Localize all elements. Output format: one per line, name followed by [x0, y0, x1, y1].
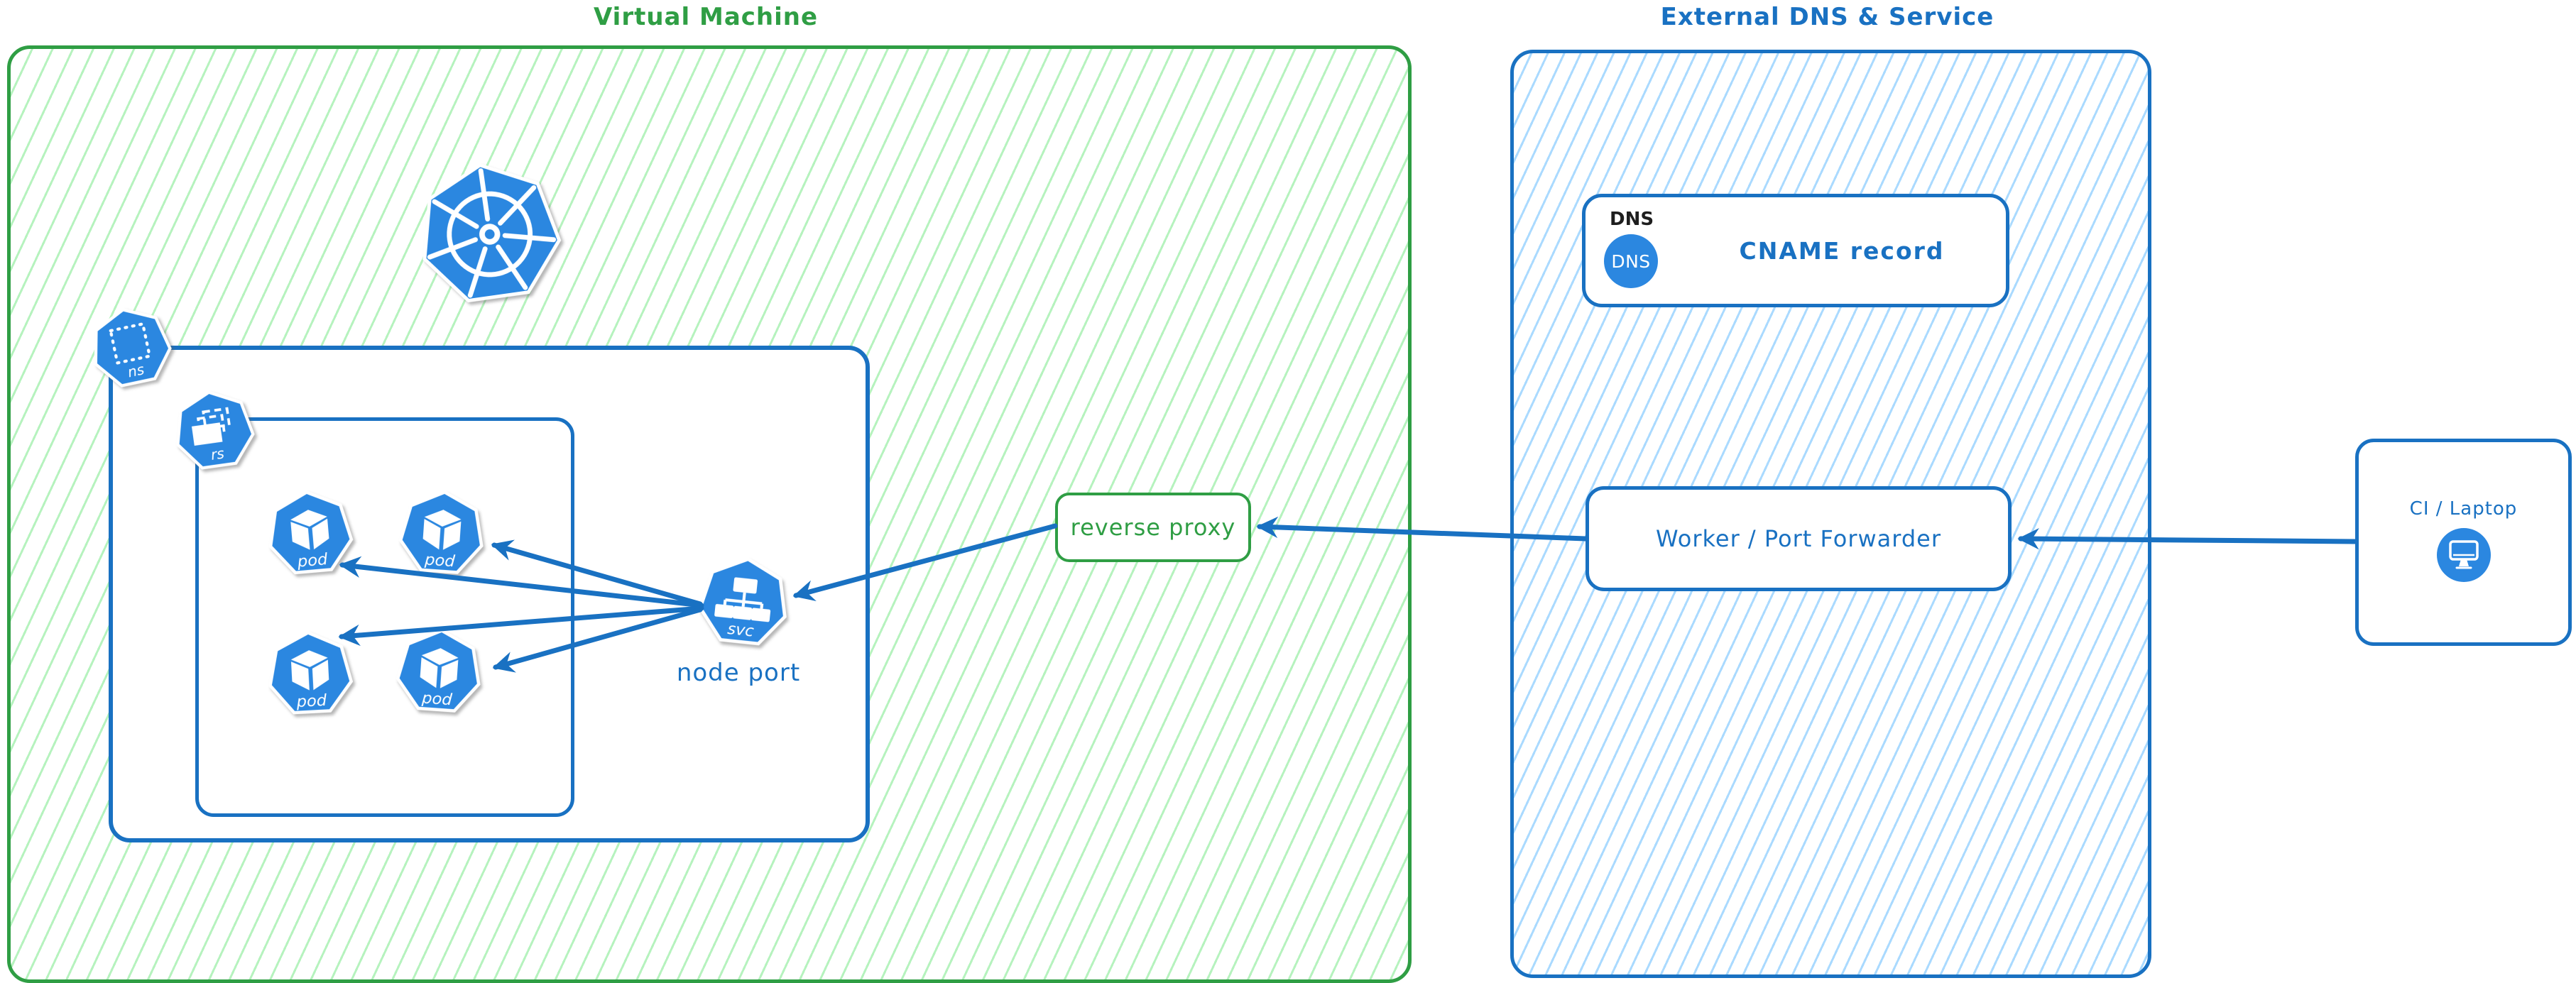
node-port-label: node port — [676, 659, 801, 687]
pod-icon: pod — [392, 625, 486, 722]
svg-text:ns: ns — [126, 361, 146, 380]
replicaset-icon: rs — [168, 385, 261, 480]
dns-cname-card: DNS DNS CNAME record — [1582, 194, 2009, 307]
svg-text:rs: rs — [209, 445, 225, 463]
ci-laptop-box: CI / Laptop — [2355, 439, 2572, 646]
service-icon: svc — [692, 552, 794, 657]
pod-icon: pod — [264, 628, 357, 723]
svg-text:pod: pod — [296, 550, 329, 571]
cname-record-label: CNAME record — [1739, 237, 1945, 265]
laptop-icon — [2435, 527, 2492, 586]
dns-tag-label: DNS — [1610, 209, 1654, 230]
dns-badge-icon: DNS — [1604, 234, 1658, 288]
pod-icon: pod — [395, 487, 489, 583]
worker-port-forwarder-label: Worker / Port Forwarder — [1656, 525, 1941, 552]
svg-text:pod: pod — [295, 691, 327, 711]
vm-group-title: Virtual Machine — [593, 3, 819, 31]
svg-text:pod: pod — [420, 688, 453, 709]
ci-laptop-label: CI / Laptop — [2409, 498, 2518, 520]
svg-text:svc: svc — [726, 620, 755, 641]
external-group-title: External DNS & Service — [1660, 3, 1994, 31]
worker-port-forwarder-box: Worker / Port Forwarder — [1586, 486, 2012, 591]
dns-badge-label: DNS — [1611, 251, 1651, 272]
svg-text:pod: pod — [423, 550, 456, 571]
kubernetes-logo-icon — [403, 148, 577, 324]
reverse-proxy-label: reverse proxy — [1070, 514, 1236, 541]
reverse-proxy-box: reverse proxy — [1055, 493, 1251, 562]
replicaset-box — [195, 417, 574, 817]
namespace-icon: ns — [82, 299, 180, 399]
pod-icon: pod — [263, 486, 359, 584]
